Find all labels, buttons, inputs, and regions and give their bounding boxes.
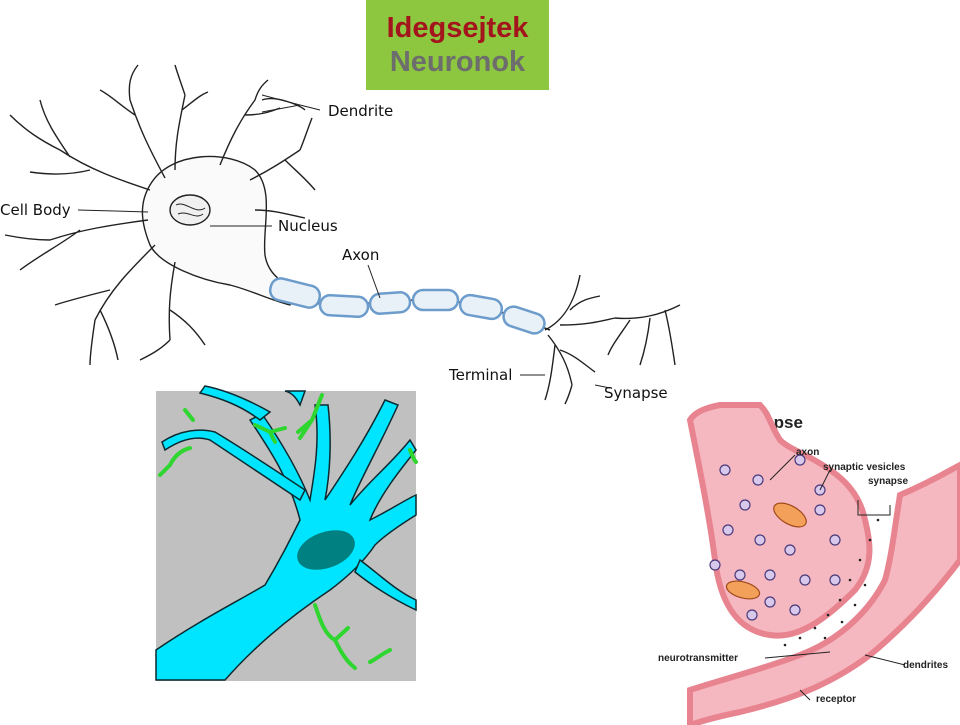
dendritic-spines (158, 393, 418, 670)
label-leader-lines (77, 94, 611, 389)
neuron-dendrite-right (354, 558, 417, 612)
neuron-dendrite-top (284, 390, 307, 407)
synaptic-vesicles (709, 454, 841, 621)
axon (268, 277, 551, 335)
neuron-dendrite-left (198, 385, 272, 421)
synapse-label-vesicles: synaptic vesicles (823, 462, 906, 473)
myelin-sheath (268, 277, 546, 335)
mitochondria (725, 502, 807, 600)
synapse-label-neurotransmitter: neurotransmitter (658, 653, 738, 664)
label-axon: Axon (342, 246, 379, 264)
label-cell-body: Cell Body (0, 201, 71, 219)
synapse-leader-lines (764, 454, 906, 701)
synapse-label-synapse: synapse (868, 476, 908, 487)
label-synapse: Synapse (604, 384, 668, 402)
stained-nucleus (297, 530, 355, 570)
neuron-dendrite-upper-left (161, 429, 306, 502)
second-neuron-dendrites (607, 304, 681, 366)
presynaptic-terminal (686, 402, 873, 639)
synapse-label-axon: axon (796, 447, 819, 458)
neuron-soma (155, 399, 417, 681)
nucleus (169, 194, 211, 226)
label-terminal: Terminal (448, 366, 512, 384)
stained-neuron-picture (155, 385, 418, 681)
title-line-1: Idegsejtek (386, 12, 529, 44)
title-box: Idegsejtek Neuronok (366, 0, 549, 90)
label-dendrite: Dendrite (328, 102, 393, 120)
synapse-label-dendrites: dendrites (903, 660, 948, 671)
axon-terminal (544, 274, 616, 405)
label-nucleus: Nucleus (278, 217, 338, 235)
synapse-label-receptor: receptor (816, 694, 856, 705)
dendrites (4, 64, 316, 366)
postsynaptic-dendrite (687, 461, 960, 725)
title-line-2: Neuronok (389, 46, 526, 78)
synapse-diagram: Synapse (658, 402, 960, 725)
neuron-diagram (4, 64, 681, 405)
